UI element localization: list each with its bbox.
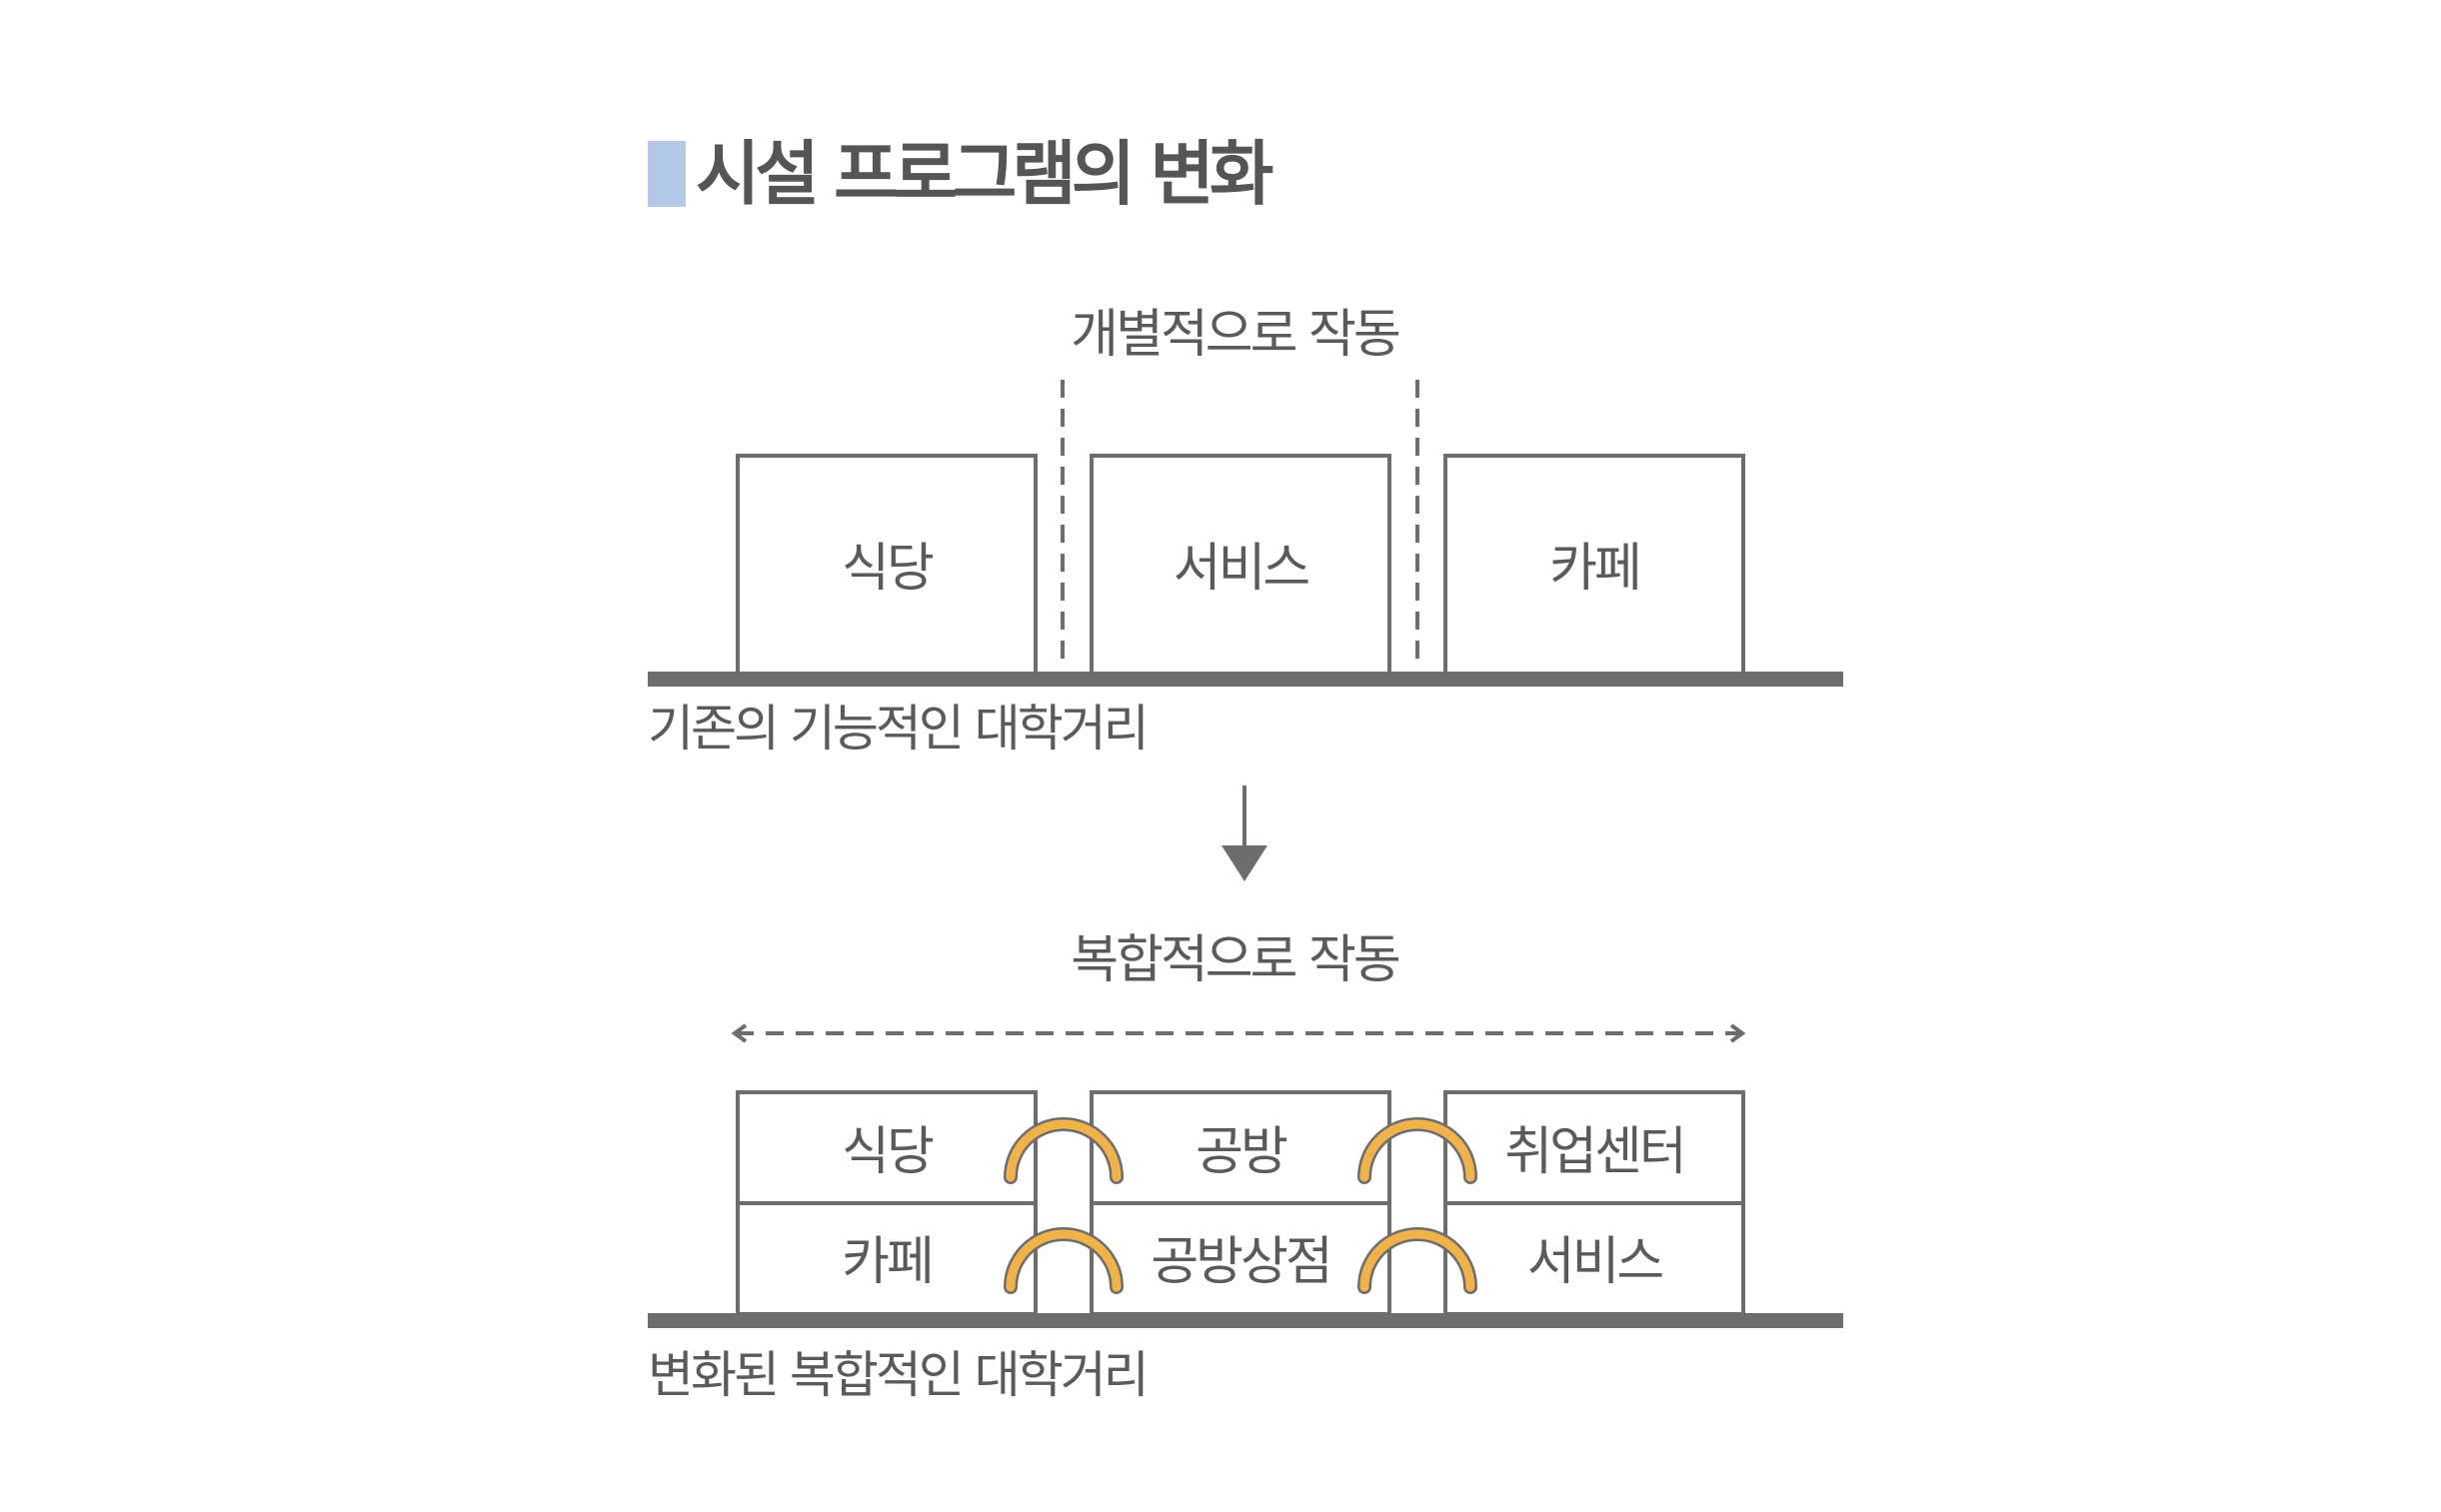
before-box-restaurant-label: 식당 xyxy=(842,539,934,599)
after-street-line xyxy=(648,1313,1843,1328)
before-box-service-label: 서비스 xyxy=(1174,539,1309,599)
before-box-cafe xyxy=(1443,454,1745,677)
before-street-label: 기존의 기능적인 대학거리 xyxy=(648,700,1147,757)
after-box-restaurant xyxy=(736,1090,1038,1205)
connector-arc-top-left xyxy=(1004,1117,1124,1184)
after-box-workshop-store xyxy=(1090,1201,1391,1316)
after-box-workshop-store-label: 공방상점 xyxy=(1151,1232,1329,1292)
connector-arc-bottom-right xyxy=(1357,1227,1477,1294)
after-box-service xyxy=(1443,1201,1745,1316)
interaction-arrowhead-left xyxy=(731,1023,748,1043)
diagram-title-block: 시설 프로그램의 변화 xyxy=(648,133,1273,215)
after-box-workshop xyxy=(1090,1090,1391,1205)
after-box-cafe xyxy=(736,1201,1038,1316)
after-box-service-label: 서비스 xyxy=(1527,1232,1663,1292)
before-caption: 개별적으로 작동 xyxy=(1071,305,1399,365)
diagram-title: 시설 프로그램의 변화 xyxy=(696,133,1273,215)
after-caption: 복합적으로 작동 xyxy=(1071,930,1399,990)
connector-arc-bottom-left xyxy=(1004,1227,1124,1294)
after-box-workshop-label: 공방 xyxy=(1196,1122,1287,1182)
before-box-cafe-label: 카페 xyxy=(1549,539,1639,599)
after-box-restaurant-label: 식당 xyxy=(842,1122,934,1182)
interaction-arrowhead-right xyxy=(1729,1023,1746,1043)
after-box-cafe-label: 카페 xyxy=(842,1232,932,1292)
after-box-career-center-label: 취업센터 xyxy=(1504,1122,1683,1182)
before-box-restaurant xyxy=(736,454,1038,677)
transition-arrow-head xyxy=(1221,845,1267,881)
before-street-line xyxy=(648,672,1843,687)
title-accent-bar xyxy=(648,141,686,207)
after-street-label: 변화된 복합적인 대학거리 xyxy=(648,1346,1147,1404)
connector-arc-top-right xyxy=(1357,1117,1477,1184)
before-box-service xyxy=(1090,454,1391,677)
